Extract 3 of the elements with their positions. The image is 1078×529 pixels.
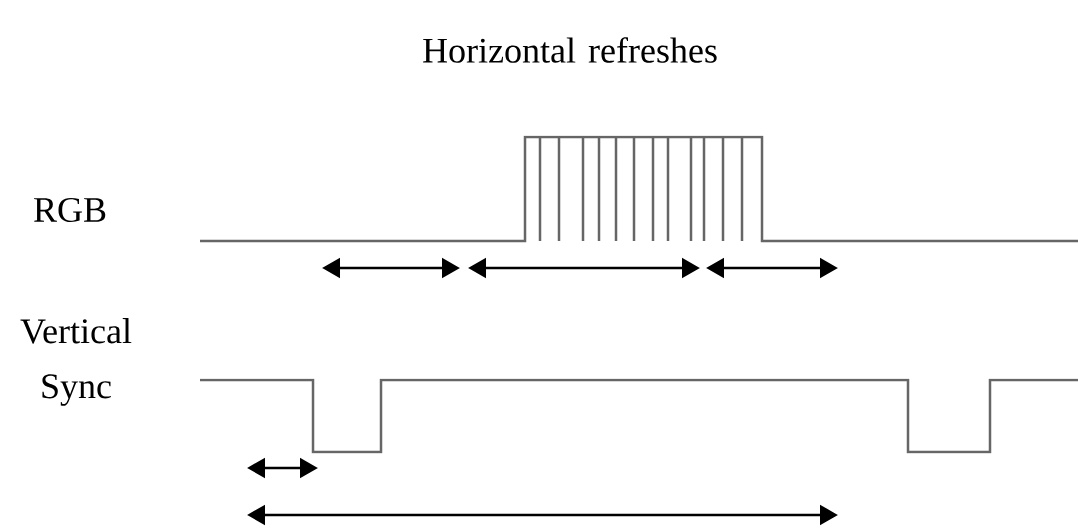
heading-label: Horizontal refreshes <box>423 37 717 63</box>
signal-label: RGB <box>34 197 106 223</box>
signal-label: Vertical Sync <box>20 318 132 406</box>
